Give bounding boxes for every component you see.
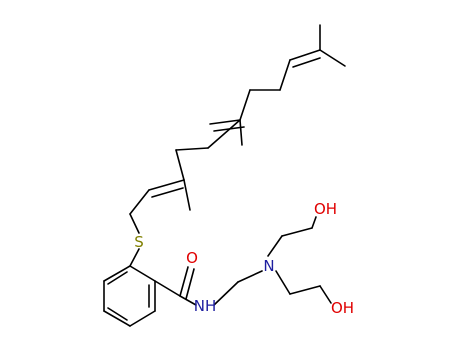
amine-nitrogen-atom: N xyxy=(263,257,274,275)
hydroxyl-top-atom: OH xyxy=(314,200,337,218)
benzene-ring xyxy=(103,265,156,327)
diethanolamine-arms xyxy=(267,216,332,304)
amide-nitrogen-atom: NH xyxy=(194,297,217,315)
carbonyl-oxygen-atom: O xyxy=(186,249,198,267)
thioether-chain xyxy=(129,24,346,267)
sulfur-atom: S xyxy=(134,233,144,251)
amide-group xyxy=(154,266,263,306)
hydroxyl-bottom-atom: OH xyxy=(331,299,354,317)
